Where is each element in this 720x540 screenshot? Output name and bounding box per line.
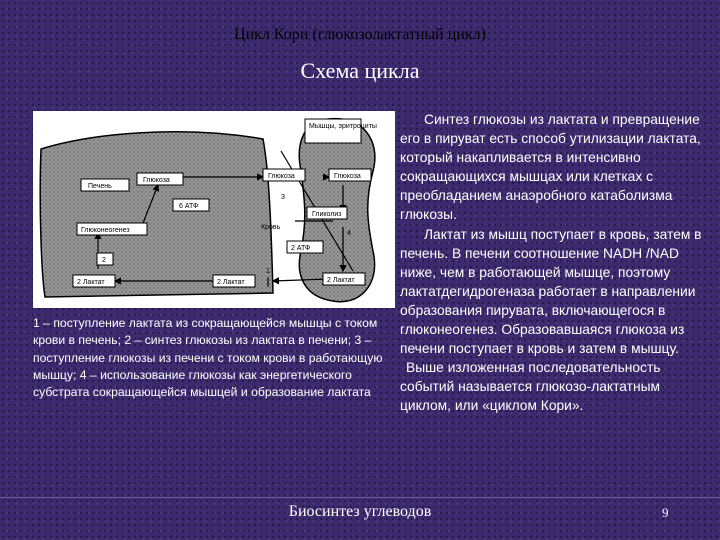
gluconeogenesis-label: Глюконеогенез — [81, 227, 130, 234]
muscle-label: Мышцы, эритроциты — [309, 123, 377, 130]
footer-title: Биосинтез углеводов — [0, 503, 720, 521]
step1-label: 1 — [266, 268, 270, 275]
glucose-blood-label: Глюкоза — [268, 173, 295, 180]
liver-shape — [40, 132, 273, 297]
lactate-liver-label: 2 Лактат — [77, 279, 105, 286]
slide-subtitle: Схема цикла — [0, 58, 720, 84]
lactate-muscle-label: 2 Лактат — [327, 277, 355, 284]
footer-divider — [0, 497, 720, 498]
cori-cycle-scheme: Печень Глюкоза 6 АТФ Глюконеогенез 2 2 Л… — [33, 111, 395, 308]
lactate-blood-label: 2 Лактат — [217, 279, 245, 286]
step4-label: 4 — [347, 230, 351, 237]
diagram-caption: 1 – поступление лактата из сокращающейся… — [33, 315, 383, 401]
liver-label: Печень — [88, 183, 112, 190]
description-paragraph-2: Лактат из мышц поступает в кровь, затем … — [400, 225, 705, 359]
glucose-muscle-label: Глюкоза — [334, 173, 361, 180]
step2-label: 2 — [102, 257, 106, 264]
glycolysis-label: Гликолиз — [312, 211, 341, 218]
page-number: 9 — [662, 505, 669, 521]
description-text: Синтез глюкозы из лактата и превращение … — [400, 110, 705, 416]
description-paragraph-1: Синтез глюкозы из лактата и превращение … — [400, 110, 705, 225]
step3-label: 3 — [281, 194, 285, 201]
slide-title: Цикл Кори (глюкозолактатный цикл) — [0, 26, 720, 44]
atp6-label: 6 АТФ — [179, 203, 198, 210]
glucose-liver-label: Глюкоза — [143, 177, 170, 184]
cori-cycle-diagram: Печень Глюкоза 6 АТФ Глюконеогенез 2 2 Л… — [33, 111, 395, 308]
description-paragraph-3: Выше изложенная последовательность событ… — [400, 358, 705, 415]
blood-label: Кровь — [261, 224, 281, 231]
atp2-label: 2 АТФ — [291, 245, 310, 252]
